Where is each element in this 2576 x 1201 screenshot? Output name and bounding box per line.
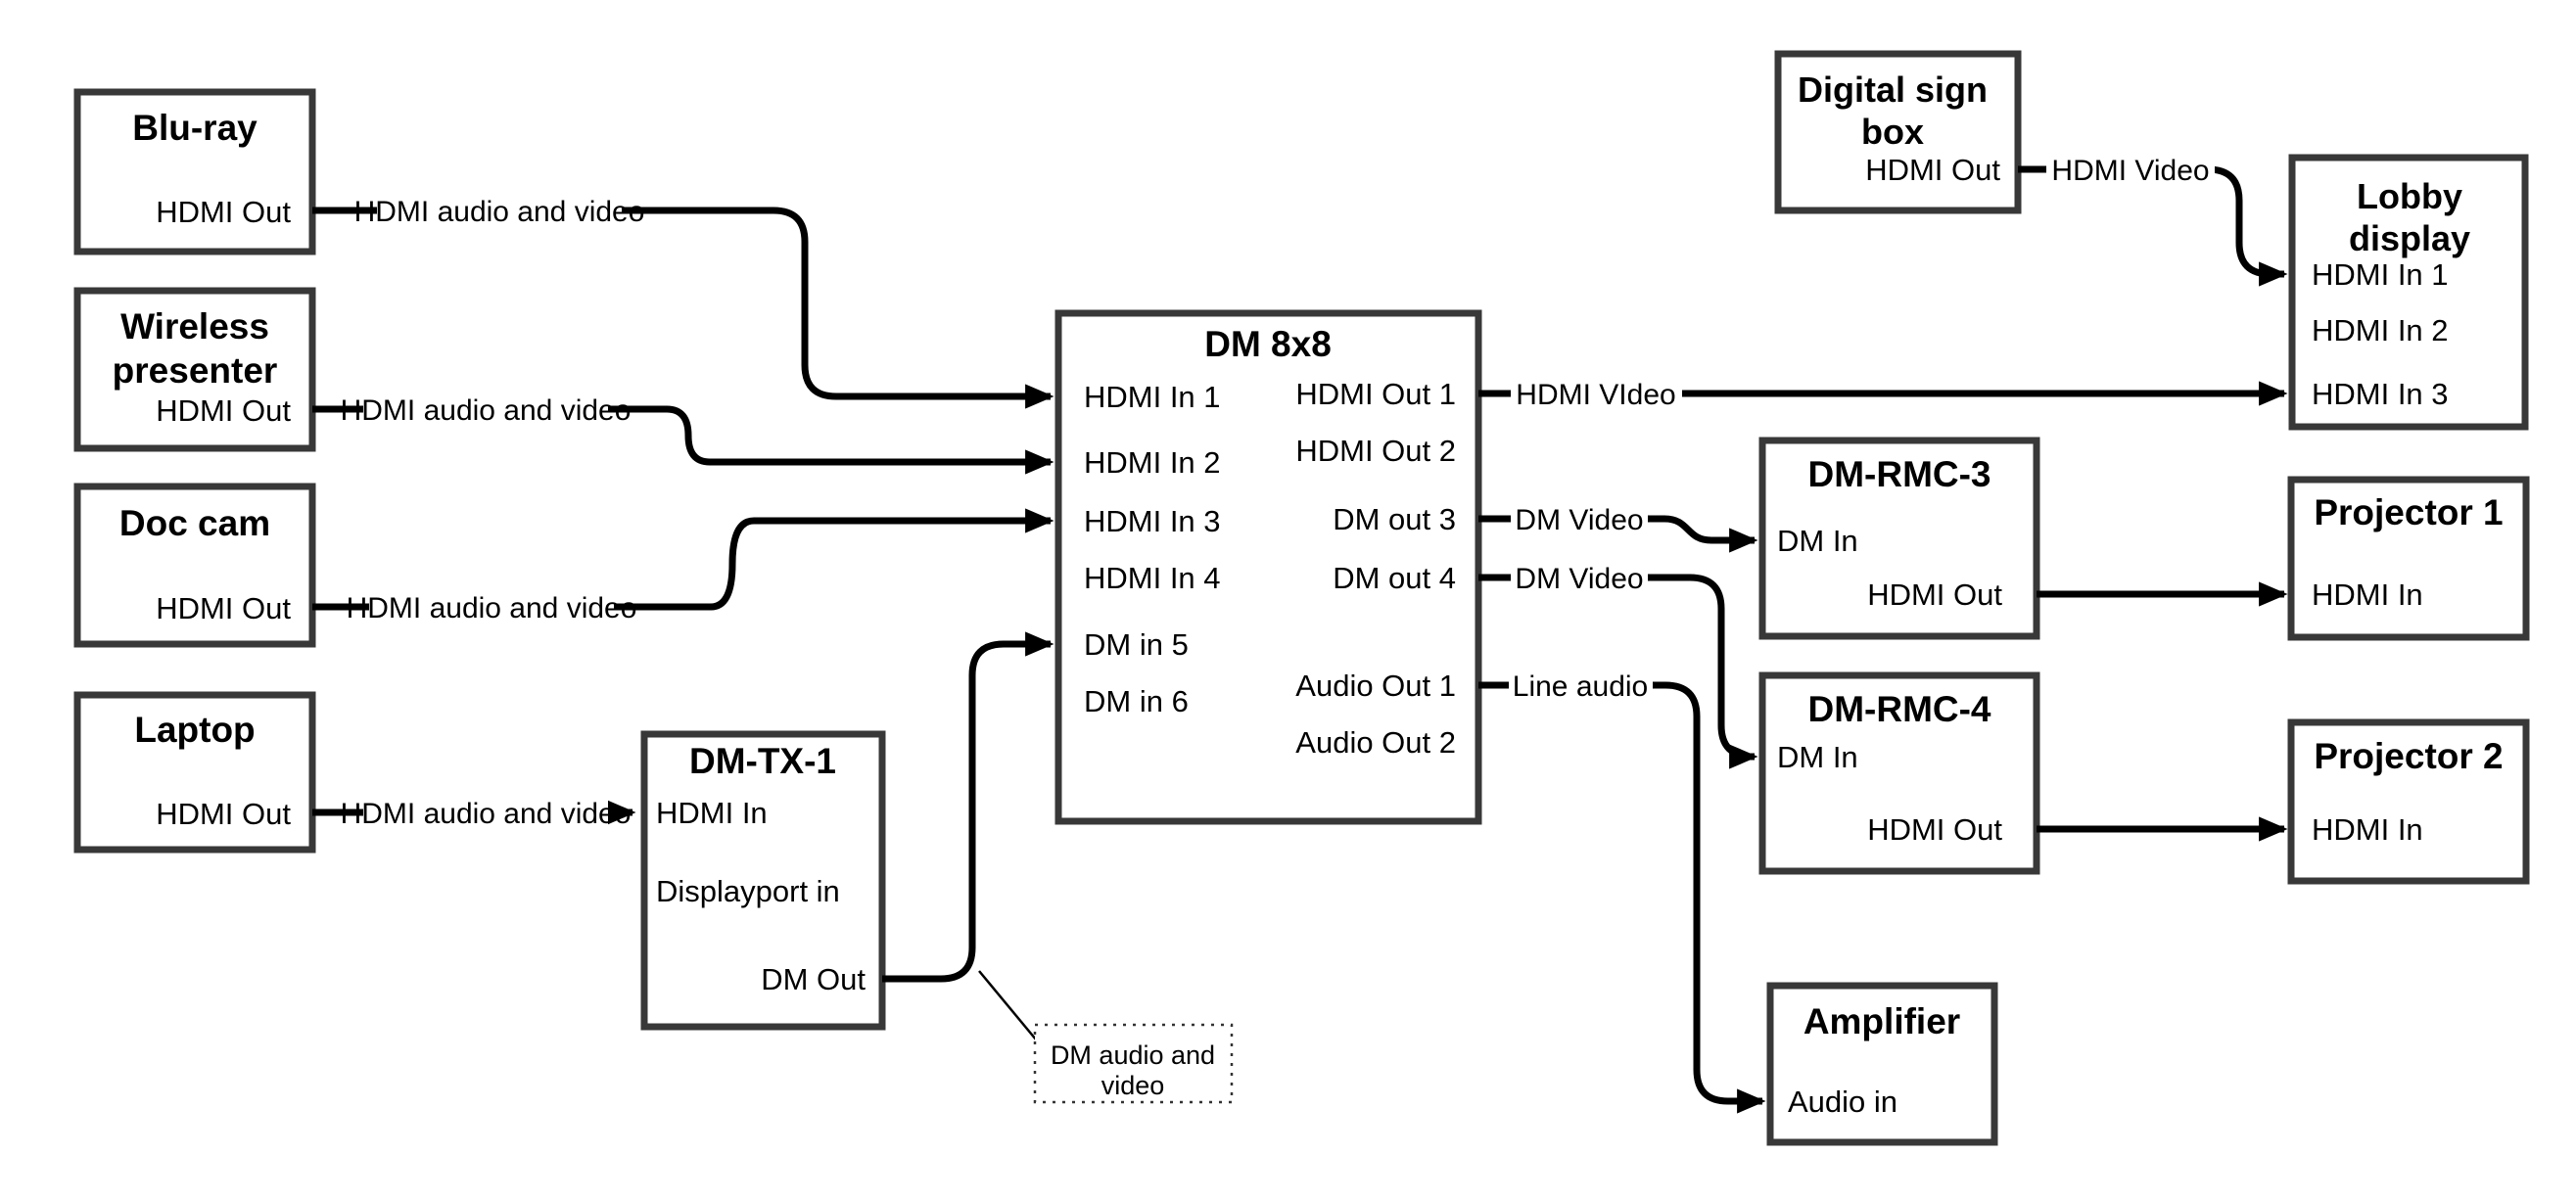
node-dm8x8-port-hdmi-out-1: HDMI Out 1 (1295, 377, 1456, 411)
wire-label-laptop: HDMI audio and video (341, 798, 632, 830)
node-digital-sign-port-hdmi-out: HDMI Out (1865, 153, 2000, 187)
wire-label-dm-out3: DM Video (1515, 504, 1643, 536)
wire-label-bluray: HDMI audio and video (354, 196, 645, 228)
node-rmc4-port-dm-in: DM In (1777, 740, 1858, 774)
node-doc-cam-box (73, 483, 316, 648)
wire-label-dm-out4: DM Video (1515, 563, 1643, 595)
wire-label-wireless: HDMI audio and video (341, 394, 632, 427)
node-projector2-title: Projector 2 (2314, 736, 2503, 776)
node-laptop-port-hdmi-out: HDMI Out (156, 797, 291, 831)
node-laptop-box (73, 691, 316, 854)
node-lobby-port-hdmi-in-2: HDMI In 2 (2312, 313, 2449, 347)
wire-label-digital-sign: HDMI Video (2051, 155, 2209, 187)
node-digital-sign-title-line2: box (1861, 112, 1924, 152)
node-dm8x8-port-hdmi-in-2: HDMI In 2 (1084, 445, 1221, 480)
wire-dm8x8-out4-to-rmc4-dmin (1478, 574, 1758, 769)
wire-label-bg (1511, 373, 1682, 414)
callout-text-line1: DM audio and (1051, 1040, 1215, 1070)
wire-dm8x8-audio1-to-amp (1478, 681, 1766, 1114)
node-wireless-port-hdmi-out: HDMI Out (156, 393, 291, 428)
wire-digital-sign-to-lobby-in1 (2018, 165, 2288, 287)
node-dm8x8-port-hdmi-in-4: HDMI In 4 (1084, 561, 1221, 595)
node-projector-1-box (2287, 476, 2530, 641)
callout-leader-line (978, 970, 1037, 1040)
wire-label-hdmi-out1: HDMI VIdeo (1516, 379, 1675, 411)
node-projector1-title: Projector 1 (2314, 492, 2503, 532)
wire-bluray-to-dm8x8-in1 (312, 207, 1054, 409)
node-dm8x8-port-dm-in-6: DM in 6 (1084, 684, 1189, 718)
node-amplifier-port-audio-in: Audio in (1788, 1085, 1897, 1119)
node-dm-rmc-3-box (1758, 437, 2040, 640)
node-rmc3-title: DM-RMC-3 (1807, 454, 1991, 494)
node-lobby-title-line2: display (2349, 218, 2470, 258)
node-dmtx1-title: DM-TX-1 (689, 741, 836, 781)
node-dm8x8-port-dm-out-3: DM out 3 (1333, 502, 1456, 536)
node-dm8x8-port-dm-in-5: DM in 5 (1084, 627, 1189, 662)
node-bluray-port-hdmi-out: HDMI Out (156, 195, 291, 229)
node-dm8x8-title: DM 8x8 (1204, 324, 1332, 364)
node-rmc3-port-hdmi-out: HDMI Out (1867, 577, 2002, 612)
wire-label-bg (1511, 557, 1648, 598)
node-dm-8x8-box (1054, 309, 1482, 825)
node-digital-sign-box (1774, 50, 2022, 214)
node-dm8x8-port-dm-out-4: DM out 4 (1333, 561, 1456, 595)
wire-label-bg (363, 792, 608, 833)
node-wireless-title-line2: presenter (113, 350, 278, 391)
node-doccam-port-hdmi-out: HDMI Out (156, 591, 291, 625)
node-laptop-title: Laptop (134, 710, 255, 750)
node-doccam-title: Doc cam (119, 503, 270, 543)
node-bluray-title: Blu-ray (132, 108, 258, 148)
node-digital-sign-title-line1: Digital sign (1798, 69, 1988, 110)
node-lobby-display-box (2288, 154, 2529, 431)
wire-doccam-to-dm8x8-in3 (312, 508, 1054, 611)
node-projector2-port-hdmi-in: HDMI In (2312, 812, 2423, 847)
wire-label-bg (1511, 498, 1648, 539)
node-lobby-title-line1: Lobby (2357, 176, 2462, 216)
node-projector1-port-hdmi-in: HDMI In (2312, 577, 2423, 612)
callout-text-line2: video (1101, 1071, 1165, 1100)
node-dm8x8-port-hdmi-out-2: HDMI Out 2 (1295, 434, 1456, 468)
node-rmc4-port-hdmi-out: HDMI Out (1867, 812, 2002, 847)
node-dm8x8-port-hdmi-in-1: HDMI In 1 (1084, 380, 1221, 414)
wire-label-bg (1509, 665, 1653, 706)
node-dm-rmc-4-box (1758, 671, 2040, 875)
node-rmc3-port-dm-in: DM In (1777, 524, 1858, 558)
wire-dm8x8-out3-to-rmc3-dmin (1478, 515, 1758, 553)
node-dm8x8-port-audio-out-1: Audio Out 1 (1295, 669, 1456, 703)
node-amplifier-box (1766, 982, 1998, 1146)
node-dmtx1-port-hdmi-in: HDMI In (656, 796, 768, 830)
node-amplifier-title: Amplifier (1803, 1001, 1960, 1041)
wire-label-doccam: HDMI audio and video (347, 592, 637, 624)
node-lobby-port-hdmi-in-3: HDMI In 3 (2312, 377, 2449, 411)
node-bluray-box (73, 88, 316, 255)
node-dm8x8-port-hdmi-in-3: HDMI In 3 (1084, 504, 1221, 538)
wire-wireless-to-dm8x8-in2 (312, 405, 1054, 475)
node-dmtx1-port-dm-out: DM Out (761, 962, 866, 996)
wire-label-bg (2046, 149, 2215, 190)
wire-dmtx1-dmout-to-dm8x8-in5 (882, 631, 1054, 983)
node-lobby-port-hdmi-in-1: HDMI In 1 (2312, 257, 2449, 292)
node-rmc4-title: DM-RMC-4 (1807, 689, 1991, 729)
callout-dm-audio-video-box (1033, 1023, 1234, 1104)
wire-label-bg (377, 190, 622, 231)
node-dm8x8-port-audio-out-2: Audio Out 2 (1295, 725, 1456, 760)
node-dm-tx-1-box (640, 730, 886, 1031)
node-wireless-title-line1: Wireless (120, 306, 269, 346)
node-projector-2-box (2287, 718, 2530, 885)
wire-label-line-audio: Line audio (1513, 670, 1648, 703)
node-dmtx1-port-displayport-in: Displayport in (656, 874, 840, 908)
wire-label-bg (363, 389, 608, 430)
node-wireless-presenter-box (73, 287, 316, 452)
wire-label-bg (369, 586, 614, 627)
